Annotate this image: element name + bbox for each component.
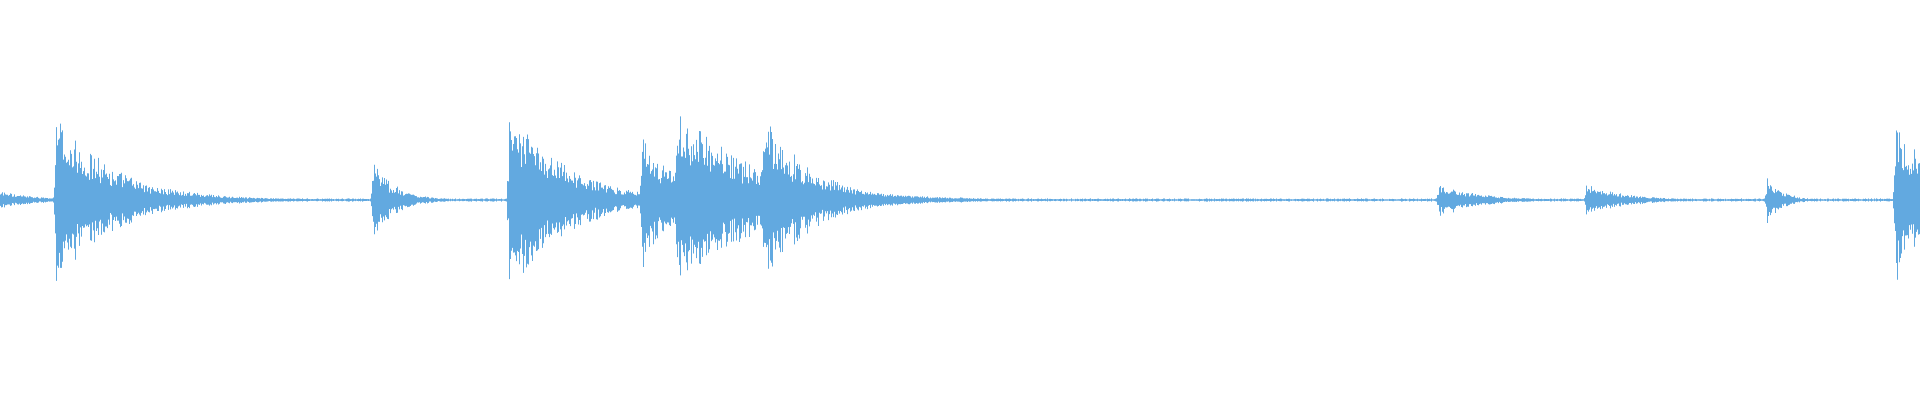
waveform-path [0, 116, 1920, 281]
waveform-samples [0, 116, 1920, 281]
